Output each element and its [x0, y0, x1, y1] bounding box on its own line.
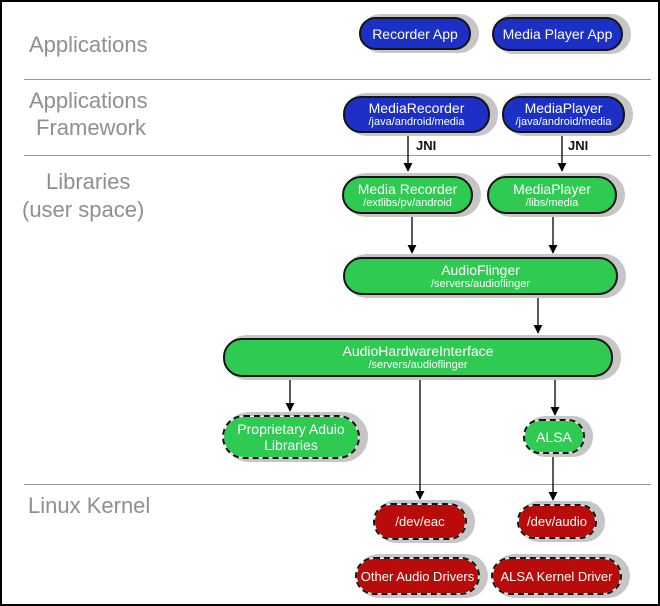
node-title: ALSA: [536, 428, 572, 445]
node-path: /java/android/media: [515, 116, 612, 128]
jni-label-right: JNI: [568, 138, 589, 153]
node-media-player-app: Media Player App: [492, 17, 623, 51]
node-title: Recorder App: [372, 25, 458, 42]
layer-label-applications: Applications: [29, 32, 148, 57]
node-path: /libs/media: [525, 196, 579, 209]
node-audiohardwareinterface: AudioHardwareInterface /servers/audiofli…: [223, 338, 613, 377]
layer-label-libraries-line1: Libraries: [46, 169, 131, 194]
node-title: Media Player App: [502, 26, 613, 42]
node-title: MediaPlayer: [524, 100, 603, 116]
node-dev-eac: /dev/eac: [373, 503, 467, 540]
node-media-recorder-lib: Media Recorder /extlibs/pv/android: [342, 176, 473, 214]
node-title: Other Audio Drivers: [360, 568, 475, 584]
node-path: /extlibs/pv/android: [363, 196, 452, 209]
node-dev-audio: /dev/audio: [517, 504, 597, 539]
node-mediaplayer-lib: MediaPlayer /libs/media: [487, 176, 617, 214]
node-alsa: ALSA: [523, 419, 585, 454]
node-title: MediaRecorder: [368, 100, 465, 116]
layer-label-libraries-line2: (user space): [22, 197, 145, 222]
node-title: /dev/eac: [395, 514, 445, 529]
node-title: ALSA Kernel Driver: [500, 568, 613, 584]
node-alsa-kernel-driver: ALSA Kernel Driver: [491, 557, 622, 595]
node-proprietary-audio-libraries: Proprietary Aduio Libraries: [222, 415, 360, 459]
separator-framework: [24, 155, 651, 156]
node-mediarecorder-framework: MediaRecorder /java/android/media: [343, 96, 490, 133]
node-title: AudioFlinger: [441, 261, 520, 278]
node-audioflinger: AudioFlinger /servers/audioflinger: [343, 257, 618, 295]
node-title: Media Recorder: [357, 180, 458, 197]
node-path: /java/android/media: [368, 116, 465, 128]
node-title: Proprietary Aduio Libraries: [237, 421, 345, 453]
node-title: MediaPlayer: [513, 180, 591, 197]
jni-label-left: JNI: [416, 138, 437, 153]
layer-label-framework-line2: Framework: [36, 115, 147, 140]
node-mediaplayer-framework: MediaPlayer /java/android/media: [502, 96, 625, 133]
node-title: /dev/audio: [527, 514, 587, 529]
node-path: /servers/audioflinger: [430, 277, 531, 290]
node-recorder-app: Recorder App: [359, 17, 471, 50]
separator-kernel: [24, 484, 651, 485]
layer-label-linux-kernel: Linux Kernel: [28, 493, 151, 518]
separator-applications: [24, 79, 651, 80]
node-path: /servers/audioflinger: [368, 359, 468, 371]
node-other-audio-drivers: Other Audio Drivers: [355, 557, 480, 595]
node-title: AudioHardwareInterface: [342, 343, 494, 359]
layer-label-framework-line1: Applications: [29, 88, 148, 113]
